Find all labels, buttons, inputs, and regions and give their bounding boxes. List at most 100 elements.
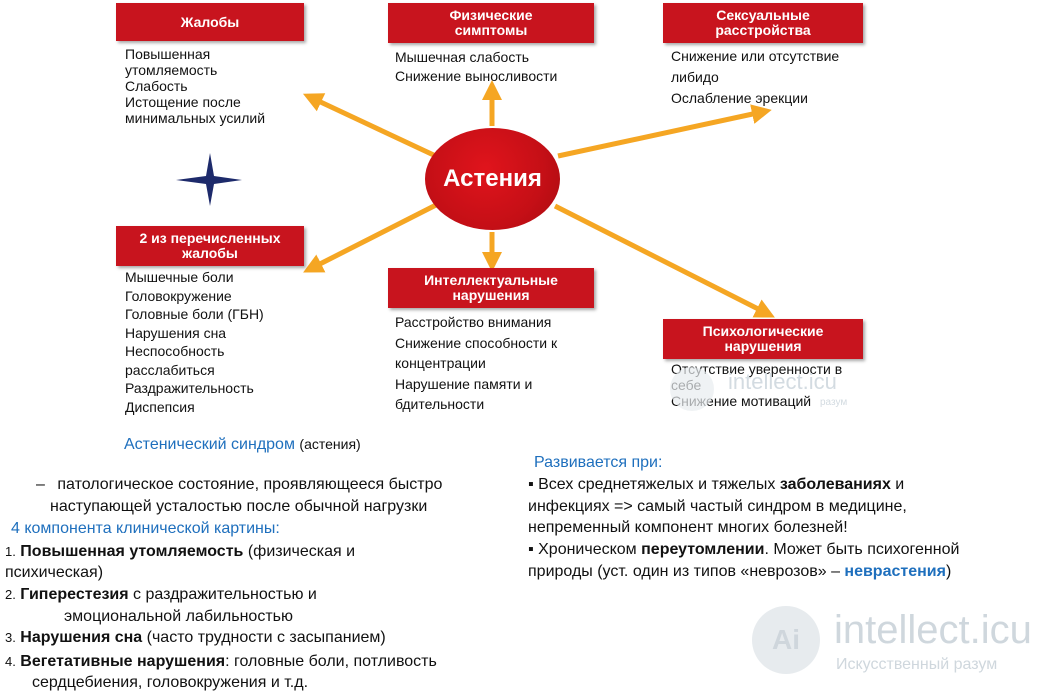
develops-b2-l2-post: ) (945, 563, 952, 580)
box-complaints-title: Жалобы (180, 13, 240, 30)
develops-b2-bold: переутомлении (641, 541, 765, 558)
definition-line-1: патологическое состояние, проявляющееся … (57, 476, 443, 493)
box-intellectual-list: Расстройство внимания Снижение способнос… (395, 312, 557, 415)
box-intellectual-title-1: Интеллектуальные (424, 272, 558, 288)
develops-b2-l2-pre: природы (уст. один из типов «неврозов» – (528, 563, 845, 580)
component-bold: Гиперестезия (20, 586, 129, 603)
component-1: 1. Повышенная утомляемость (физическая и (5, 541, 355, 562)
component-rest: (часто трудности с засыпанием) (142, 629, 386, 646)
develops-bullet-2: ▪ Хроническом переутомлении. Может быть … (528, 539, 1044, 560)
box-two-complaints-header: 2 из перечисленных жалобы (116, 226, 304, 266)
arrow-psych (553, 203, 775, 318)
caption: Астенический синдром (астения) (124, 434, 361, 455)
develops-b2-line-2: природы (уст. один из типов «неврозов» –… (528, 561, 951, 582)
components-title: 4 компонента клинической картины: (11, 520, 280, 537)
box-psych-title-1: Психологические (702, 323, 824, 339)
center-astenia: Астения (425, 128, 560, 230)
definition: – патологическое состояние, проявляющеес… (36, 474, 442, 495)
watermark-small-brand: intellect.icu (728, 369, 837, 394)
box-sexual-header: Сексуальные расстройства (663, 3, 863, 43)
list-item: расслабиться (125, 361, 215, 378)
component-bold: Нарушения сна (20, 629, 143, 646)
component-3: 3. Нарушения сна (часто трудности с засы… (5, 627, 386, 648)
list-item: Истощение после (125, 94, 241, 110)
box-intellectual-header: Интеллектуальные нарушения (388, 268, 594, 308)
component-1-cont: психическая) (5, 564, 104, 581)
definition-line-2: наступающей усталостью после обычной наг… (50, 498, 428, 515)
arrow-two-complaints (303, 202, 438, 273)
list-item: минимальных усилий (125, 110, 266, 126)
component-2: 2. Гиперестезия с раздражительностью и (5, 584, 317, 605)
component-num: 4. (5, 654, 16, 669)
list-item: Диспепсия (125, 398, 195, 415)
develops-b2-pre: ▪ Хроническом (528, 541, 642, 558)
watermark-tagline: Искусственный разум (836, 656, 998, 673)
component-bold: Повышенная утомляемость (20, 543, 244, 560)
watermark-small-tagline: разум (820, 397, 848, 408)
box-complaints-header: Жалобы (116, 3, 304, 41)
list-item: Повышенная (125, 46, 211, 62)
develops-b1-line-3: непременный компонент многих болезней! (528, 519, 848, 536)
develops-b2-l2-bold: неврастения (844, 563, 946, 580)
list-item: утомляемость (125, 62, 218, 78)
develops-b1-post: и (890, 476, 905, 493)
component-bold: Вегетативные нарушения (20, 653, 226, 670)
arrow-complaints (302, 93, 442, 161)
star-icon (176, 153, 242, 206)
list-item: Головокружение (125, 287, 232, 304)
box-physical-header: Физические симптомы (388, 3, 594, 43)
box-intellectual-title-2: нарушения (452, 287, 530, 303)
definition-dash: – (36, 476, 45, 493)
list-item: Мышечные боли (125, 269, 234, 285)
box-two-complaints-title-1: 2 из перечисленных (139, 230, 281, 246)
develops-b2-post: . Может быть психогенной (764, 541, 960, 558)
develops-b1-bold: заболеваниях (779, 476, 891, 493)
box-psych-title-2: нарушения (724, 338, 802, 354)
caption-main: Астенический синдром (124, 436, 295, 453)
box-two-complaints-title-2: жалобы (182, 245, 238, 261)
list-item: бдительности (395, 396, 485, 412)
list-item: Нарушение памяти и (395, 375, 533, 392)
list-item: Неспособность (125, 343, 225, 359)
component-rest: с раздражительностью и (128, 586, 317, 603)
component-rest: (физическая и (243, 543, 356, 560)
list-item: Снижение способности к (395, 334, 558, 351)
component-num: 1. (5, 544, 16, 559)
box-psych-header: Психологические нарушения (663, 319, 863, 359)
watermark-logo-text: Ai (772, 624, 800, 655)
arrow-sexual (557, 104, 772, 159)
watermark-small-logo (670, 367, 714, 411)
list-item: концентрации (395, 355, 486, 371)
component-num: 2. (5, 587, 16, 602)
box-physical-list: Мышечная слабость Снижение выносливости (395, 48, 557, 85)
list-item: Отсутствие уверенности в (671, 361, 843, 377)
list-item: либидо (671, 69, 719, 85)
box-two-complaints-list: Мышечные боли Головокружение Головные бо… (125, 268, 264, 416)
box-sexual-list: Снижение или отсутствие либидо Ослаблени… (671, 46, 839, 109)
watermark-brand: intellect.icu (834, 608, 1032, 652)
watermark-large: Ai intellect.icu Искусственный разум (752, 606, 1042, 686)
watermark-small: intellect.icu разум (670, 365, 880, 415)
develops-title: Развивается при: (534, 454, 663, 471)
component-rest: : головные боли, потливость (225, 653, 437, 670)
component-4-cont: сердцебиения, головокружения и т.д. (32, 674, 309, 691)
caption-sub: (астения) (299, 436, 361, 452)
watermark-logo: Ai (752, 606, 820, 674)
box-sexual-title-2: расстройства (715, 22, 811, 38)
develops-b1-line-2: инфекциях => самый частый синдром в меди… (528, 498, 907, 515)
component-num: 3. (5, 630, 16, 645)
list-item: Слабость (125, 78, 188, 94)
list-item: Нарушения сна (125, 324, 227, 341)
component-4: 4. Вегетативные нарушения: головные боли… (5, 651, 515, 672)
box-complaints-list: Повышенная утомляемость Слабость Истощен… (125, 46, 265, 126)
list-item: Раздражительность (125, 380, 254, 396)
list-item: Мышечная слабость (395, 49, 530, 65)
list-item: Расстройство внимания (395, 314, 552, 330)
list-item: Снижение выносливости (395, 67, 558, 84)
list-item: Головные боли (ГБН) (125, 306, 264, 322)
develops-b1-pre: ▪ Всех среднетяжелых и тяжелых (528, 476, 780, 493)
develops-bullet-1: ▪ Всех среднетяжелых и тяжелых заболеван… (528, 474, 904, 495)
box-physical-title-2: симптомы (454, 22, 528, 38)
list-item: Снижение или отсутствие (671, 48, 840, 64)
